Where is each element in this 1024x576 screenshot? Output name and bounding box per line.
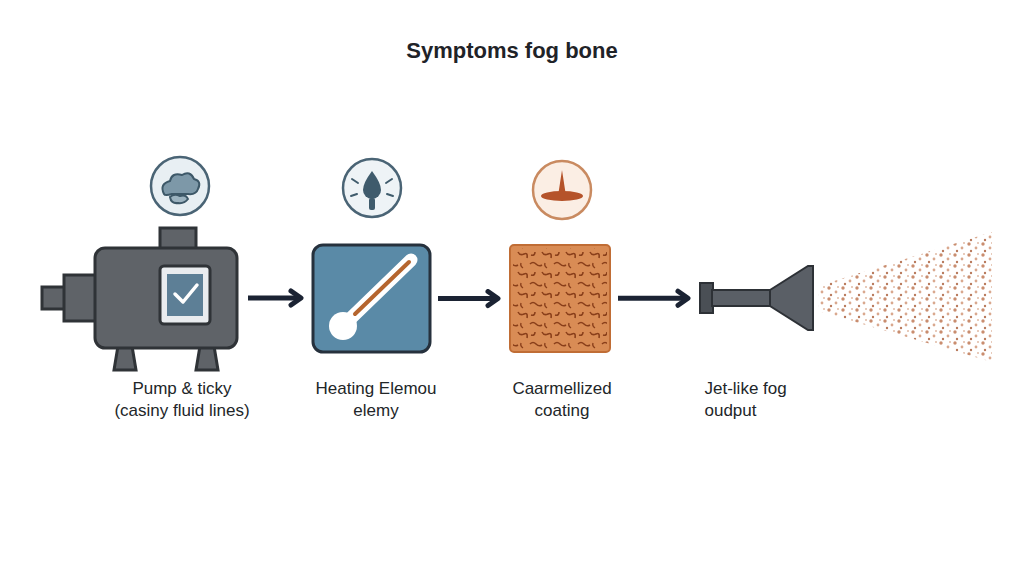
flow-arrow (248, 296, 301, 301)
stage-label: Jet-like fog oudput (705, 378, 820, 422)
stage-label: Heating Elemou elemy (301, 378, 451, 422)
coating-illustration (510, 245, 610, 352)
stage-label: Pump & ticky (92, 378, 272, 400)
flow-arrow (438, 296, 498, 301)
nozzle-illustration (700, 266, 813, 330)
fog-spray (818, 232, 992, 362)
stage-node: Jet-like fog oudput (700, 262, 815, 334)
node-label-group: Caarmellized coating (497, 378, 627, 422)
node-label-group: Heating Elemou elemy (301, 378, 451, 422)
drop-icon (363, 171, 381, 199)
stage-node: Heating Elemou elemy (313, 245, 430, 352)
node-label-group: Pump & ticky(casiny fluid lines) (92, 378, 272, 422)
icon-circle (343, 159, 401, 217)
ray-lines (351, 179, 393, 196)
flow-arrow (618, 296, 688, 301)
stage-node: Pump & ticky(casiny fluid lines) (40, 225, 240, 370)
stage-node: Caarmellized coating (510, 245, 610, 352)
rock-icon (170, 195, 188, 203)
rock-icon (162, 173, 199, 195)
heating-illustration (313, 245, 430, 352)
stage-label: (casiny fluid lines) (92, 400, 272, 422)
drop-stem (369, 198, 375, 210)
icon-circle (533, 161, 591, 219)
diagram-title: Symptoms fog bone (0, 38, 1024, 64)
pump-illustration (42, 228, 237, 370)
spike-icon (558, 170, 566, 196)
stage-label: Caarmellized coating (497, 378, 627, 422)
node-label-group: Jet-like fog oudput (705, 378, 820, 422)
icon-circle (151, 157, 209, 215)
